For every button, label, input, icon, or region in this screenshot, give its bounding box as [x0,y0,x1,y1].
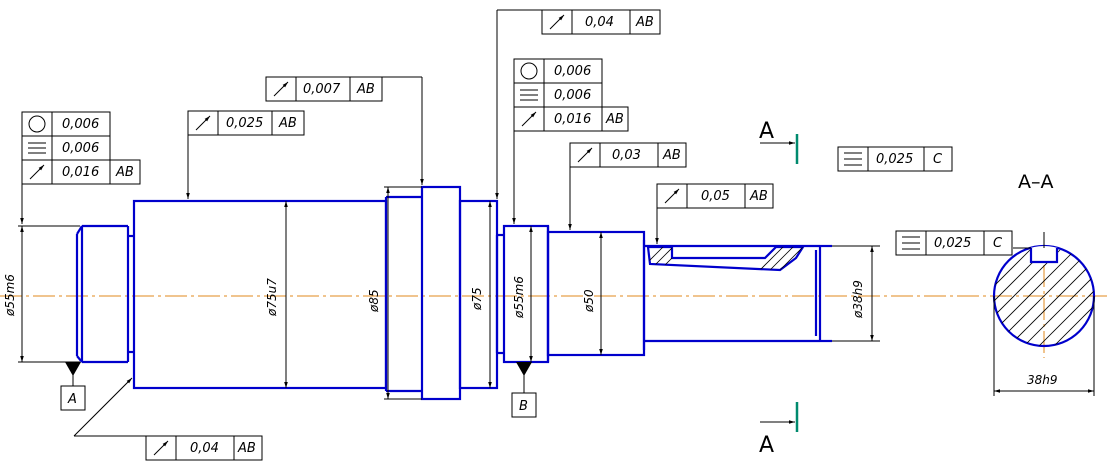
fcf-runout-bottom: 0,04 AB [73,377,263,461]
section-a-a: 38h9 A–A [992,171,1096,396]
datum-b-letter: B [519,399,528,414]
dim-55m6-mid: ø55m6 [512,276,526,319]
section-cut-letter-bottom: A [759,433,774,458]
section-cut-letter-top: A [759,119,774,144]
runout-icon [577,147,593,163]
svg-text:0,006: 0,006 [554,64,591,79]
svg-text:C: C [993,236,1003,251]
runout-icon [664,188,680,204]
fcf-runout-38: 0,05 AB [655,183,774,244]
dim-50: ø50 [582,289,596,313]
fcf-left-stack: 0,006 0,006 0,016 AB [20,111,141,224]
svg-text:0,006: 0,006 [554,88,591,103]
dim-55m6-left: ø55m6 [3,274,17,317]
diameter-dimensions: ø55m6 ø75u7 ø85 ø75 ø55m6 ø50 ø38h9 [3,186,880,400]
shaft-outline [75,185,832,401]
section-width-dimension: 38h9 [1027,373,1058,387]
runout-icon [521,111,537,127]
svg-text:AB: AB [356,82,375,97]
runout-icon [153,440,169,456]
svg-text:0,025: 0,025 [876,152,913,167]
dim-75: ø75 [470,287,484,311]
svg-text:0,04: 0,04 [585,15,614,30]
fcf-flatness-key: 0,025 C [895,230,1013,256]
fcf-flatness-section: 0,025 C [837,146,953,172]
fcf-runout-50: 0,03 AB [568,142,687,230]
svg-text:0,016: 0,016 [62,165,99,180]
svg-text:AB: AB [278,116,297,131]
flatness-icon [902,236,920,250]
runout-icon [195,115,211,131]
svg-text:0,006: 0,006 [62,117,99,132]
flatness-icon [844,152,862,166]
fcf-runout-85: 0,007 AB [265,76,424,185]
circularity-icon [28,115,46,133]
fcf-runout-top: 0,04 AB [495,9,661,199]
section-view-title: A–A [1018,171,1054,193]
section-cut-bottom: A [759,402,799,458]
svg-text:0,016: 0,016 [554,112,591,127]
svg-text:0,025: 0,025 [934,236,971,251]
datum-a-letter: A [67,392,77,407]
svg-text:AB: AB [749,189,768,204]
svg-text:0,05: 0,05 [701,189,730,204]
circularity-icon [520,62,538,80]
svg-text:0,007: 0,007 [303,82,341,97]
svg-text:AB: AB [115,165,134,180]
fcf-mid-stack: 0,006 0,006 0,016 AB [512,58,629,224]
runout-icon [549,14,565,30]
datum-b: B [511,362,537,418]
svg-text:C: C [933,152,943,167]
runout-icon [273,81,289,97]
dim-38h9: ø38h9 [851,280,865,319]
svg-text:AB: AB [605,112,624,127]
flatness-icon [520,89,538,101]
svg-text:AB: AB [237,441,256,456]
flatness-icon [28,142,46,154]
svg-text:0,006: 0,006 [62,141,99,156]
runout-icon [29,164,45,180]
dim-75u7: ø75u7 [265,278,279,317]
fcf-runout-75u7: 0,025 AB [186,110,305,199]
section-cut-top: A [759,119,799,164]
datum-a: A [60,362,86,411]
svg-text:AB: AB [635,15,654,30]
svg-text:0,03: 0,03 [612,148,641,163]
svg-text:0,025: 0,025 [226,116,263,131]
svg-text:AB: AB [662,148,681,163]
svg-text:0,04: 0,04 [190,441,219,456]
dim-85: ø85 [367,289,381,313]
